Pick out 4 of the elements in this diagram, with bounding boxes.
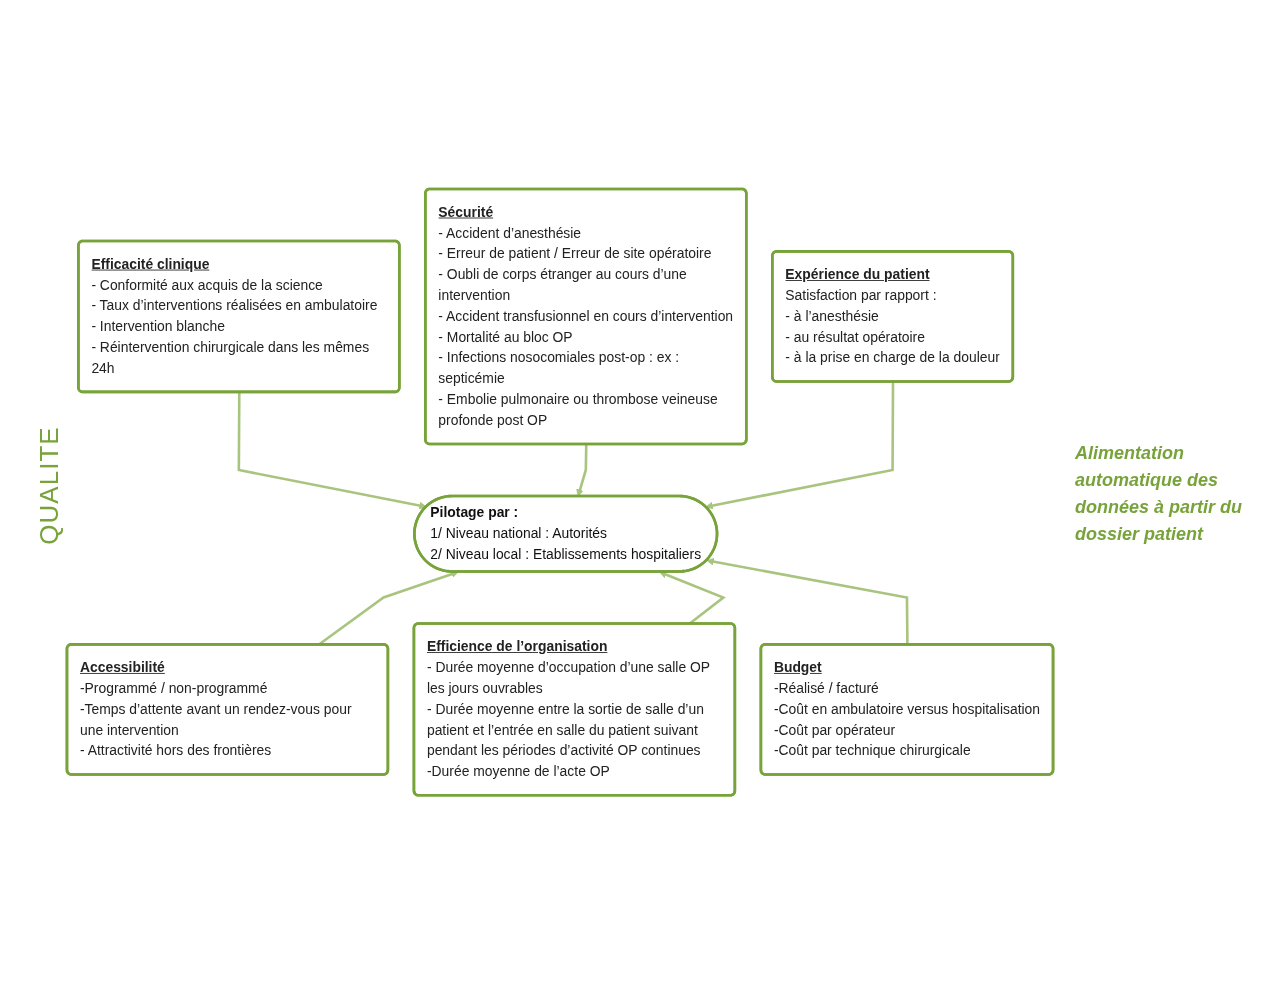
arrow: [237, 392, 427, 510]
bracket-label: QUALITE: [33, 426, 65, 545]
note-text: Alimentation automatique des données à partir du dossier patient: [1075, 442, 1244, 546]
arrow: [705, 382, 895, 510]
